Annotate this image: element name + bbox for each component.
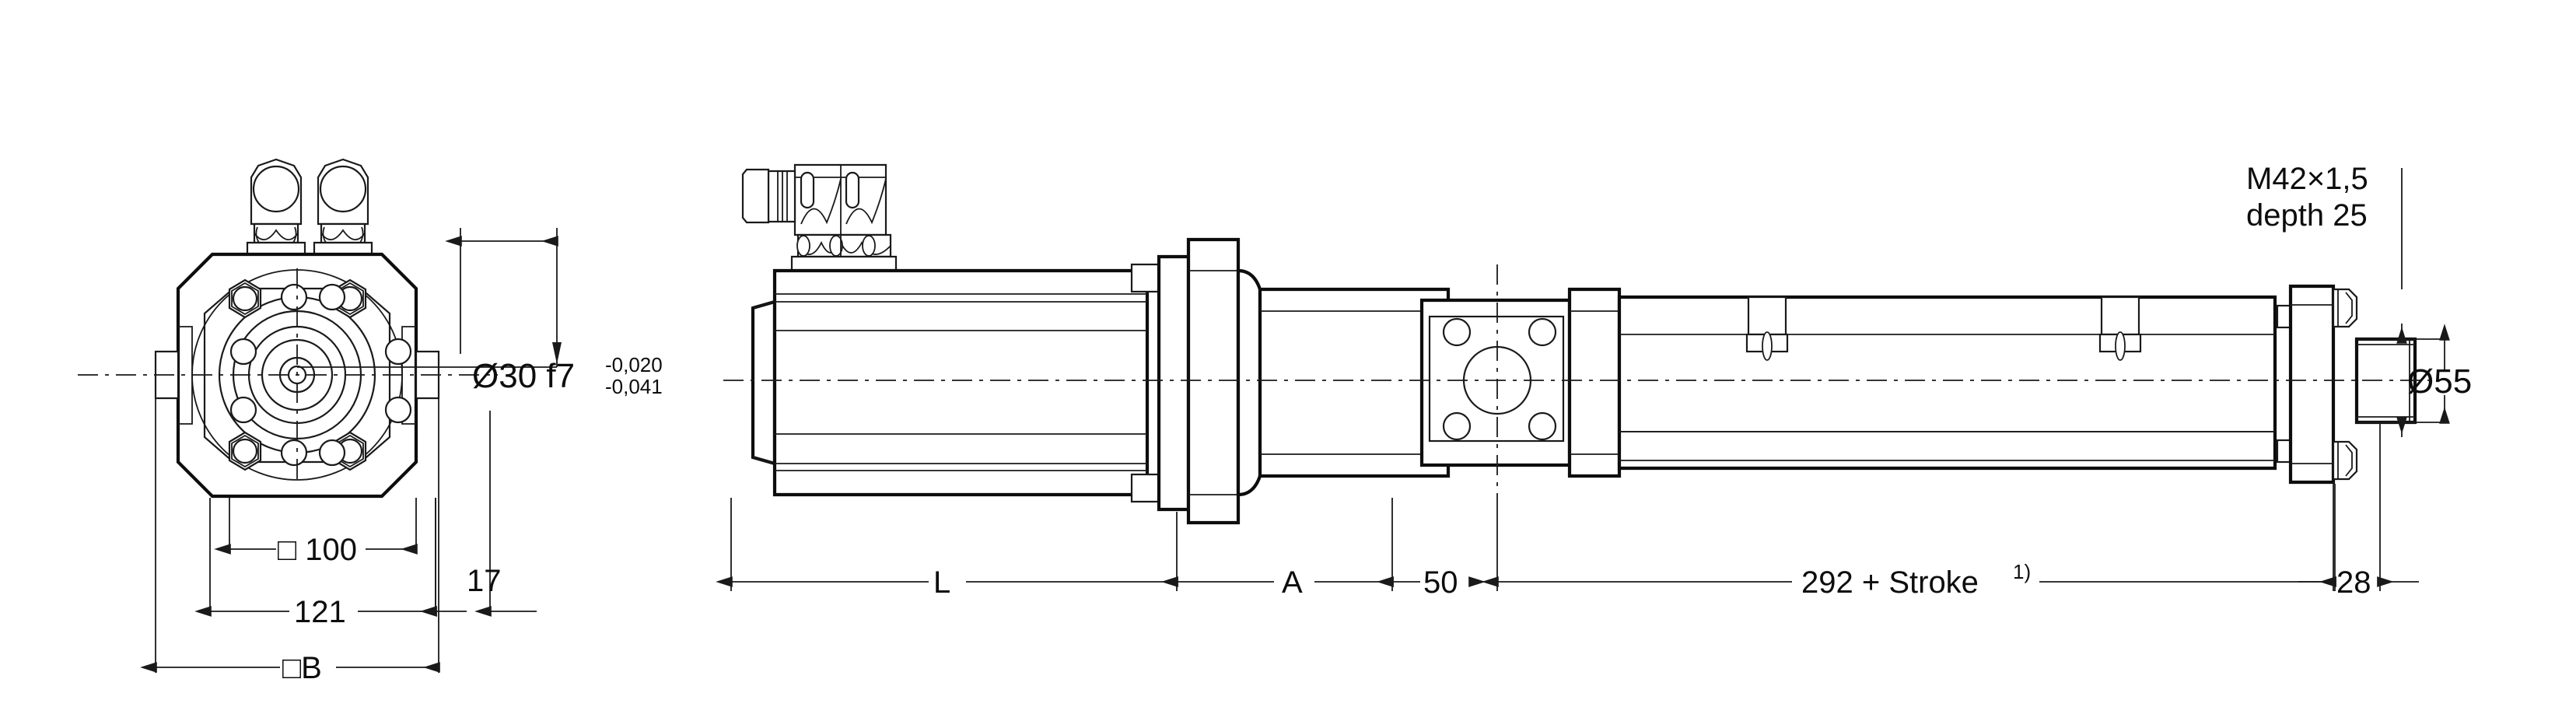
dim-flange-spacing-label: 50 (1423, 565, 1458, 600)
side-sensor-bracket-2 (2098, 296, 2142, 361)
side-barrel-after-flange (1567, 287, 1622, 478)
side-motor-body (772, 268, 1150, 497)
callout-thread-line1: M42×1,5 (2246, 162, 2368, 196)
side-motor-key-top (1130, 263, 1160, 293)
side-cylinder-barrel-front (1258, 287, 1451, 478)
dim-cylinder-length: 292 + Stroke 1) (1482, 560, 2336, 600)
side-adapter-housing (1157, 254, 1191, 512)
dim-depth-label: 17 (467, 564, 502, 598)
dim-depth: 17 (420, 411, 537, 617)
dim-shaft-tolerance-upper: -0,020 (605, 353, 663, 376)
dim-cylinder-length-superscript: 1) (2013, 560, 2031, 583)
dim-shaft-diameter: Ø30 f7 -0,020 -0,041 (297, 228, 663, 398)
dim-rod-diameter-label: Ø55 (2407, 362, 2472, 401)
front-hole-left-b (229, 396, 257, 424)
dim-cylinder-length-label: 292 + Stroke (1801, 565, 1979, 600)
dim-adapter-length-label: A (1282, 565, 1303, 600)
front-hole-left-a (229, 338, 257, 366)
side-endcap-nut-top (2332, 288, 2358, 328)
front-connector-left (246, 158, 306, 256)
side-flange-hole-br (1528, 411, 1557, 441)
dim-adapter-length: A (1161, 565, 1394, 600)
dim-square-body-label: □B (282, 651, 322, 685)
front-hole-bottom-b (318, 439, 346, 467)
front-body-outline (176, 252, 418, 499)
front-hole-right-a (384, 338, 412, 366)
callout-thread-line2: depth 25 (2246, 198, 2368, 233)
dim-motor-length-label: L (933, 565, 950, 600)
dim-rod-end-length: 28 (2298, 422, 2419, 600)
dim-rod-end-length-label: 28 (2336, 565, 2371, 600)
dim-overall-width-label: 121 (294, 595, 346, 629)
side-flange-hole-tl (1442, 317, 1472, 347)
front-hole-right-b (384, 396, 412, 424)
dim-motor-length: L (716, 565, 1178, 600)
side-adapter-flange (1186, 237, 1241, 525)
side-endcap-nut-bottom (2332, 440, 2358, 481)
side-flange-inner-rect (1428, 315, 1565, 443)
side-sensor-bracket-1 (1745, 296, 1789, 361)
side-connector-assembly (741, 163, 898, 272)
side-end-cap (2288, 284, 2336, 485)
front-connector-right (313, 158, 373, 256)
dim-square-flange-label: □ 100 (278, 533, 357, 567)
side-flange-hole-bl (1442, 411, 1472, 441)
side-view: M42×1,5 depth 25 Ø55 28 (716, 162, 2472, 600)
front-view: Ø30 f7 -0,020 -0,041 □ 100 121 17 (78, 158, 663, 685)
dim-square-body: □B (140, 398, 440, 685)
dim-shaft-diameter-label: Ø30 f7 (472, 357, 575, 395)
side-motor-key-bottom (1130, 473, 1160, 503)
front-hex-bolt-tl (228, 278, 262, 319)
callout-thread: M42×1,5 depth 25 (2246, 162, 2403, 289)
dim-rod-diameter: Ø55 (2357, 324, 2472, 437)
dim-shaft-tolerance-lower: -0,041 (605, 375, 663, 398)
front-hole-bottom-a (280, 439, 308, 467)
side-reducer (1236, 268, 1262, 497)
side-flange-hole-tr (1528, 317, 1557, 347)
side-cylinder-tube (1617, 295, 2277, 471)
dim-square-flange: □ 100 (214, 498, 418, 567)
side-motor-rear-cap (751, 299, 777, 466)
front-hole-top-a (280, 283, 308, 311)
front-hole-top-b (318, 283, 346, 311)
dim-flange-spacing: 50 (1377, 565, 1497, 600)
front-hex-bolt-bl (228, 431, 262, 471)
